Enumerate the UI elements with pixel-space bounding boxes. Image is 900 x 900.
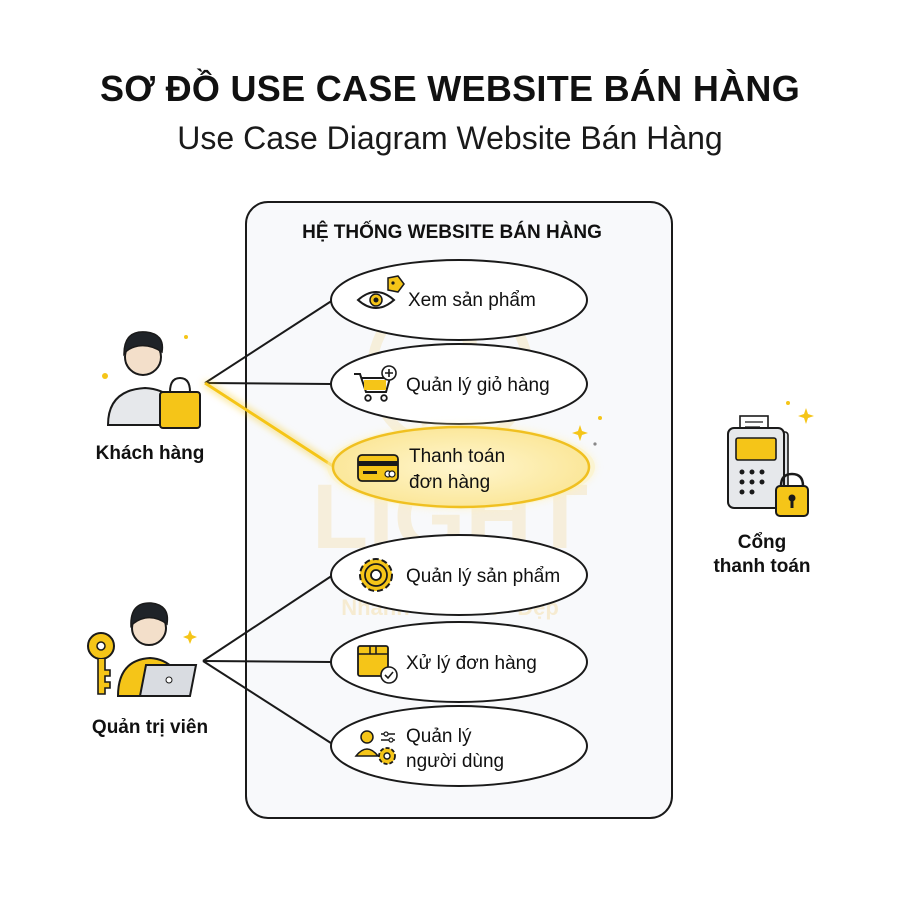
- system-title: HỆ THỐNG WEBSITE BÁN HÀNG: [302, 221, 602, 243]
- actor-label: Khách hàng: [96, 443, 205, 464]
- assoc-customer-checkout: [204, 381, 337, 470]
- assoc-customer-cart: [204, 382, 332, 385]
- diagram-subtitle: Use Case Diagram Website Bán Hàng: [177, 120, 723, 156]
- use-case-label-line1: Thanh toán: [409, 446, 505, 467]
- actor-customer[interactable]: Khách hàng: [96, 331, 205, 464]
- use-case-view-products[interactable]: Xem sản phẩm: [330, 259, 588, 341]
- use-case-label: Quản lý sản phẩm: [406, 566, 560, 587]
- use-case-label: Quản lý giỏ hàng: [406, 375, 550, 396]
- package-check-icon: [357, 645, 398, 684]
- credit-card-icon: [357, 454, 399, 482]
- associations: [202, 299, 716, 746]
- actor-label-line2: thanh toán: [713, 556, 810, 577]
- diagram-title: SƠ ĐỒ USE CASE WEBSITE BÁN HÀNG: [99, 68, 801, 109]
- cart-plus-icon: [354, 365, 397, 402]
- shopper-with-bag-icon: [102, 331, 201, 429]
- use-case-manage-cart[interactable]: Quản lý giỏ hàng: [330, 343, 588, 425]
- use-case-label-line2: đơn hàng: [409, 472, 490, 493]
- actor-payment-gateway[interactable]: Cổng thanh toán: [713, 401, 814, 577]
- use-case-label: Xử lý đơn hàng: [406, 653, 537, 674]
- eye-tag-icon: [356, 275, 405, 309]
- use-case-label-line2: người dùng: [406, 751, 504, 772]
- sparkle-icon: [572, 416, 602, 446]
- assoc-admin-users: [202, 660, 335, 746]
- actor-label-line1: Cổng: [738, 532, 787, 553]
- payment-terminal-lock-icon: [727, 401, 814, 517]
- assoc-customer-view: [204, 299, 334, 384]
- assoc-admin-orders: [202, 660, 332, 663]
- assoc-admin-products: [202, 574, 334, 662]
- use-case-manage-products[interactable]: Quản lý sản phẩm: [330, 534, 588, 616]
- admin-with-key-laptop-icon: [87, 602, 198, 697]
- gear-icon: [359, 558, 393, 592]
- use-case-manage-users[interactable]: Quản lý người dùng: [330, 705, 588, 787]
- use-case-label: Xem sản phẩm: [408, 290, 536, 311]
- user-settings-icon: [354, 730, 396, 765]
- actor-label: Quản trị viên: [92, 717, 208, 738]
- actor-admin[interactable]: Quản trị viên: [87, 602, 208, 738]
- use-case-label-line1: Quản lý: [406, 726, 472, 747]
- use-case-process-orders[interactable]: Xử lý đơn hàng: [330, 621, 588, 703]
- use-case-checkout[interactable]: Thanh toán đơn hàng: [327, 425, 595, 509]
